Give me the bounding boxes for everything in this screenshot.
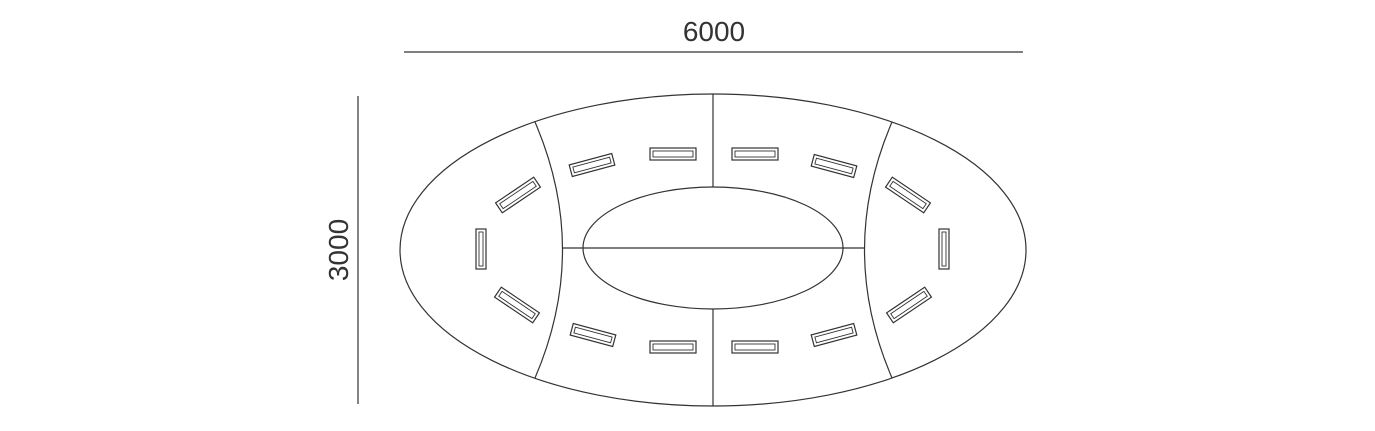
power-port	[885, 286, 933, 324]
power-port	[649, 340, 697, 354]
power-port	[731, 147, 779, 161]
power-port	[493, 286, 541, 324]
section-divider-right	[863, 121, 893, 379]
section-divider-left	[534, 121, 564, 379]
power-port	[810, 322, 858, 348]
power-port	[568, 152, 616, 178]
power-port	[884, 176, 932, 214]
height-dimension: 3000	[323, 96, 359, 404]
height-dimension-label: 3000	[323, 219, 354, 281]
width-dimension: 6000	[404, 16, 1023, 53]
width-dimension-label: 6000	[683, 16, 745, 47]
power-port	[649, 147, 697, 161]
power-port	[810, 153, 858, 179]
power-port	[731, 340, 779, 354]
power-port	[938, 228, 950, 270]
power-port	[494, 176, 542, 214]
power-ports	[475, 147, 950, 354]
table-top	[399, 93, 1027, 407]
power-port	[569, 322, 617, 348]
power-port	[475, 228, 487, 270]
